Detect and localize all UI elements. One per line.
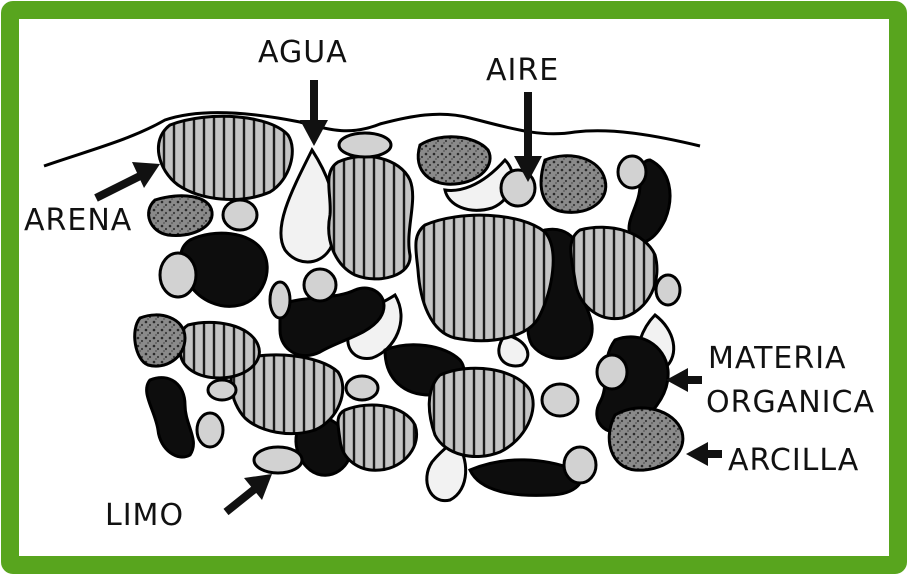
label-arcilla: ARCILLA [728,443,859,478]
label-organica: ORGANICA [706,385,875,420]
label-agua: AGUA [258,35,348,70]
label-materia: MATERIA [708,341,847,376]
label-aire: AIRE [486,53,559,88]
label-limo: LIMO [105,498,184,533]
label-arena: ARENA [24,203,132,238]
